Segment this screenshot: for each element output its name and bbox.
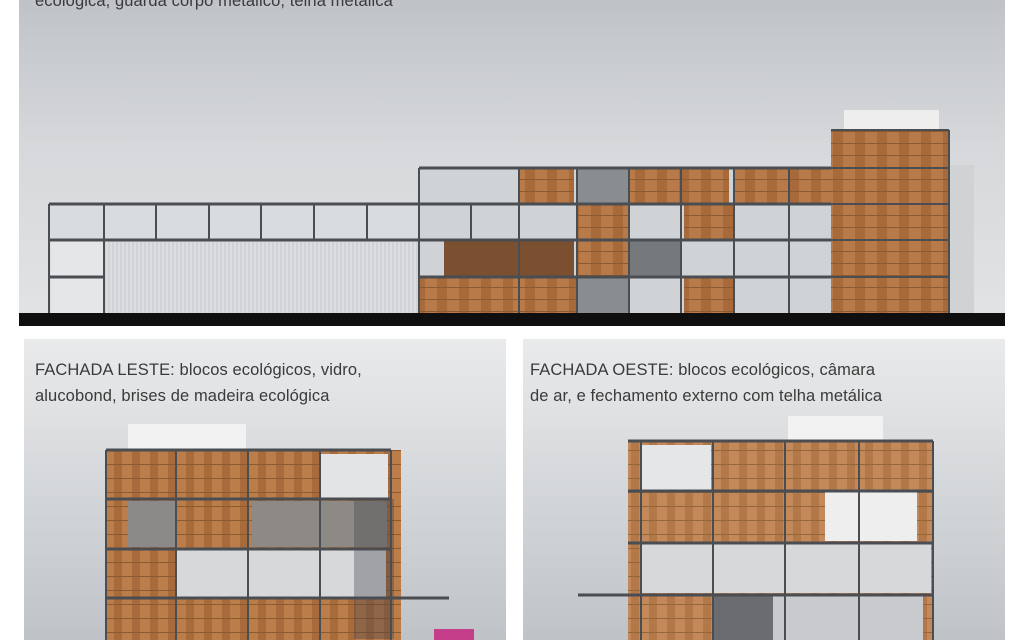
wood-panel-lower <box>419 277 579 313</box>
right-tower-stair <box>949 165 974 313</box>
dark-room <box>128 501 176 547</box>
upper-glass-left <box>641 445 711 491</box>
right-tower-roof <box>844 110 939 130</box>
west-elevation-panel: FACHADA OESTE: blocos ecológicos, câmara… <box>523 339 1005 640</box>
top-elevation-panel: ecológica, guarda corpo metálico, telha … <box>19 0 1005 326</box>
right-tower <box>831 130 949 313</box>
east-caption: FACHADA LESTE: blocos ecológicos, vidro,… <box>35 357 362 409</box>
glass-top-right <box>320 454 388 498</box>
white-panel <box>825 491 917 541</box>
dark-glass-b <box>629 240 681 277</box>
east-elevation-drawing <box>105 424 474 640</box>
dark-glass-c <box>577 277 629 313</box>
stair <box>354 499 394 639</box>
west-caption: FACHADA OESTE: blocos ecológicos, câmara… <box>530 357 882 409</box>
east-caption-line-1: FACHADA LESTE: blocos ecológicos, vidro, <box>35 361 362 379</box>
west-elevation-drawing <box>578 416 934 640</box>
open-floor <box>176 549 386 597</box>
ground-line <box>19 313 1005 326</box>
west-caption-line-1: FACHADA OESTE: blocos ecológicos, câmara <box>530 361 876 379</box>
roof-box <box>128 424 246 450</box>
east-elevation-panel: FACHADA LESTE: blocos ecológicos, vidro,… <box>24 339 506 640</box>
wood-panel-f <box>684 277 734 313</box>
wood-panel-e <box>684 204 734 241</box>
lower-metal <box>773 595 923 640</box>
wood-panel-d <box>629 168 729 204</box>
top-elevation-drawing <box>19 110 1005 326</box>
metal-cladding <box>104 240 419 313</box>
east-caption-line-2: alucobond, brises de madeira ecológica <box>35 387 330 405</box>
lower-dark <box>713 595 773 640</box>
roof-box <box>788 416 883 441</box>
west-caption-line-2: de ar, e fechamento externo com telha me… <box>530 387 883 405</box>
top-caption-line: ecológica, guarda corpo metálico, telha … <box>35 0 393 10</box>
wood-panel-c <box>444 240 574 277</box>
wood-panel-a <box>519 168 574 204</box>
magenta-element <box>434 629 474 640</box>
top-caption: ecológica, guarda corpo metálico, telha … <box>35 0 393 14</box>
dark-glass-a <box>577 168 629 204</box>
